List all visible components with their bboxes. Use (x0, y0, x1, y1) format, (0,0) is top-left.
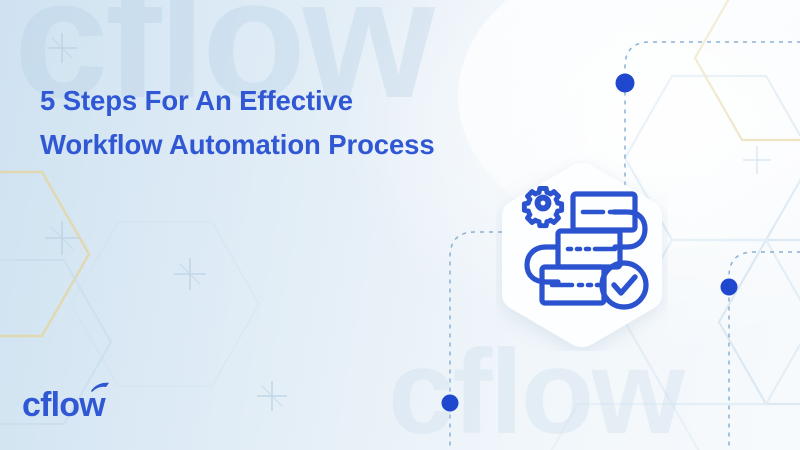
check-circle-icon (599, 260, 649, 310)
sparkle-icon (743, 146, 771, 174)
sparkle-icon (45, 221, 79, 255)
sparkle-icon (257, 381, 287, 411)
hex-outline-group-left (0, 221, 261, 425)
dashed-path-bottom (449, 231, 556, 450)
title-line-1: 5 Steps For An Effective (40, 85, 353, 116)
workflow-automation-icon (521, 186, 649, 310)
watermark-bottom: cflow (388, 325, 685, 450)
network-nodes (441, 73, 738, 412)
gear-icon (521, 186, 565, 229)
network-node-bottom (441, 394, 459, 412)
hex-outline-gold-left (0, 170, 91, 338)
sparkle-group (45, 33, 771, 411)
dashed-path-top (624, 41, 800, 205)
network-node-top (615, 73, 635, 93)
cflow-logo[interactable]: cflow (22, 382, 109, 424)
dashed-connector-group (449, 41, 800, 450)
watermark-top: cflow (14, 0, 435, 134)
dashed-path-right (728, 251, 800, 450)
logo-wordmark: cflow (22, 386, 106, 424)
workflow-illustration-card (496, 159, 668, 351)
logo-swoosh-icon (90, 382, 109, 392)
hexagon-card-shape (502, 163, 662, 347)
network-node-right (720, 278, 738, 296)
sparkle-icon (47, 33, 77, 63)
page-title: 5 Steps For An Effective Workflow Automa… (40, 79, 470, 167)
title-line-2: Workflow Automation Process (40, 129, 435, 160)
sparkle-icon (174, 258, 206, 290)
